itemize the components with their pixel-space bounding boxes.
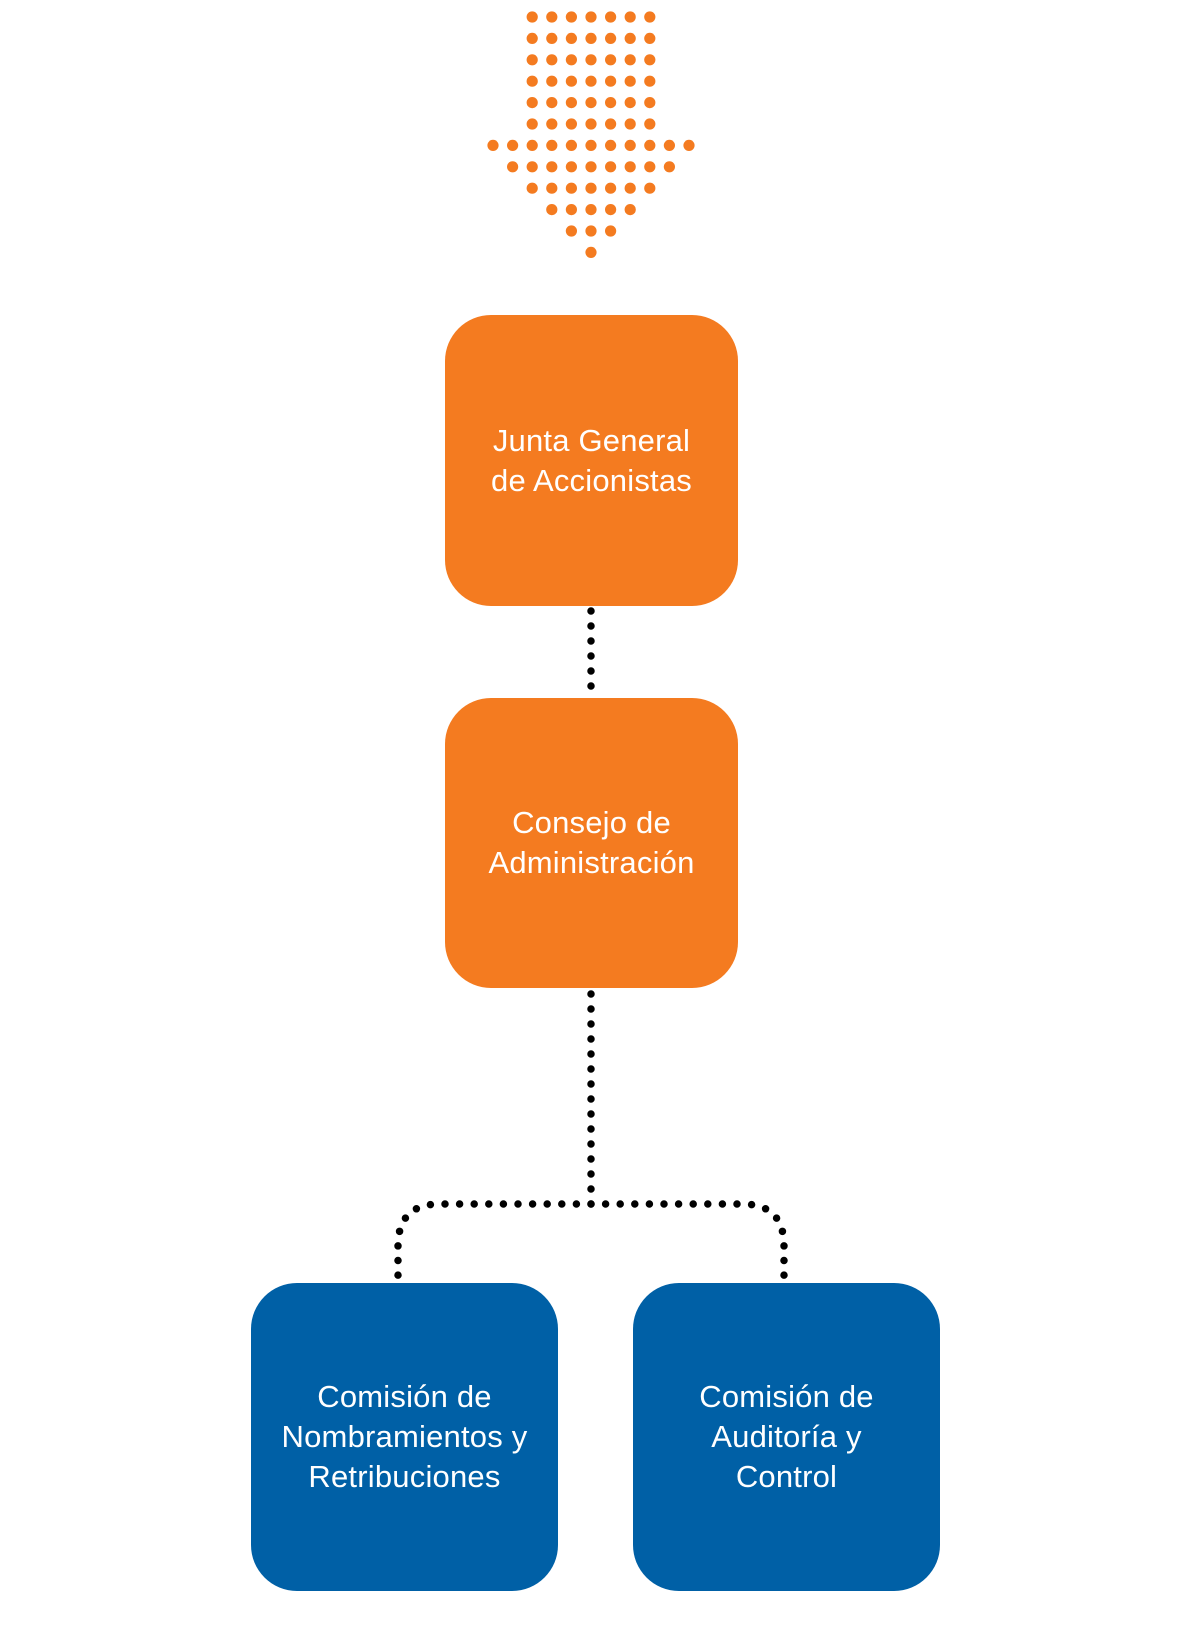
arrow-dot bbox=[487, 139, 499, 151]
arrow-dot bbox=[644, 75, 656, 87]
node-comision-auditoria-control: Comisión de Auditoría y Control bbox=[633, 1283, 940, 1591]
arrow-dot bbox=[624, 97, 636, 109]
arrow-dot bbox=[565, 139, 578, 151]
arrow-dot bbox=[585, 97, 597, 109]
arrow-dot bbox=[644, 32, 656, 45]
arrow-dot bbox=[663, 161, 676, 173]
arrow-dot bbox=[546, 204, 558, 216]
arrow-dot bbox=[624, 54, 636, 66]
arrow-dot bbox=[546, 118, 558, 130]
arrow-dot bbox=[506, 161, 519, 173]
arrow-dot bbox=[526, 32, 538, 45]
arrow-dot bbox=[585, 225, 597, 237]
arrow-dot bbox=[605, 11, 617, 23]
arrow-dot bbox=[644, 54, 656, 66]
arrow-dot bbox=[624, 118, 636, 130]
arrow-dot bbox=[644, 139, 656, 151]
arrow-dot bbox=[526, 97, 538, 109]
arrow-dot bbox=[526, 118, 538, 130]
arrow-dot bbox=[663, 139, 676, 151]
arrow-dot bbox=[585, 54, 597, 66]
arrow-dot bbox=[624, 11, 636, 23]
dotted-down-arrow-icon bbox=[487, 11, 695, 258]
arrow-dot bbox=[605, 182, 617, 194]
edge-consejo-to-nombramientos bbox=[394, 1200, 595, 1283]
arrow-dot bbox=[565, 161, 578, 173]
node-junta-general-de-accionistas: Junta General de Accionistas bbox=[445, 315, 738, 606]
arrow-dot bbox=[565, 97, 578, 109]
arrow-dot bbox=[546, 97, 558, 109]
arrow-dot bbox=[546, 139, 558, 151]
arrow-dot bbox=[605, 54, 617, 66]
node-consejo-de-administracion: Consejo de Administración bbox=[445, 698, 738, 988]
arrow-dot bbox=[526, 161, 538, 173]
arrow-dot bbox=[565, 204, 578, 216]
arrow-dot bbox=[644, 118, 656, 130]
arrow-dot bbox=[585, 161, 597, 173]
connector-lines bbox=[394, 607, 788, 1283]
arrow-dot bbox=[565, 32, 578, 45]
arrow-dot bbox=[644, 182, 656, 194]
arrow-dot bbox=[546, 161, 558, 173]
arrow-dot bbox=[526, 11, 538, 23]
node-comision-nombramientos-retribuciones: Comisión de Nombramientos y Retribucione… bbox=[251, 1283, 558, 1591]
arrow-dot bbox=[585, 118, 597, 130]
arrow-dot bbox=[546, 32, 558, 45]
arrow-dot bbox=[624, 75, 636, 87]
node-label: Consejo de Administración bbox=[488, 805, 695, 880]
arrow-dot bbox=[624, 32, 636, 45]
arrow-dot bbox=[644, 11, 656, 23]
arrow-dot bbox=[565, 225, 578, 237]
arrow-dot bbox=[605, 139, 617, 151]
arrow-dot bbox=[605, 97, 617, 109]
arrow-dot bbox=[585, 182, 597, 194]
node-label: Comisión de Nombramientos y Retribucione… bbox=[281, 1379, 528, 1494]
arrow-dot bbox=[585, 11, 597, 23]
arrow-dot bbox=[605, 161, 617, 173]
arrow-dot bbox=[605, 118, 617, 130]
arrow-dot bbox=[585, 75, 597, 87]
node-label: Junta General de Accionistas bbox=[491, 422, 692, 498]
arrow-dot bbox=[605, 204, 617, 216]
arrow-dot bbox=[546, 11, 558, 23]
arrow-dot bbox=[605, 32, 617, 45]
arrow-dot bbox=[624, 182, 636, 194]
arrow-dot bbox=[546, 182, 558, 194]
arrow-dot bbox=[565, 11, 578, 23]
arrow-dot bbox=[644, 97, 656, 109]
arrow-dot bbox=[585, 204, 597, 216]
arrow-dot bbox=[506, 139, 519, 151]
arrow-dot bbox=[624, 204, 636, 216]
arrow-dot bbox=[585, 246, 597, 258]
arrow-dot bbox=[644, 161, 656, 173]
arrow-dot bbox=[526, 139, 538, 151]
arrow-dot bbox=[624, 161, 636, 173]
arrow-dot bbox=[565, 54, 578, 66]
arrow-dot bbox=[624, 139, 636, 151]
arrow-dot bbox=[526, 182, 538, 194]
arrow-dot bbox=[546, 54, 558, 66]
arrow-dot bbox=[526, 54, 538, 66]
edge-consejo-to-auditoria bbox=[587, 1200, 788, 1283]
node-label: Comisión de Auditoría y Control bbox=[699, 1379, 874, 1494]
arrow-dot bbox=[565, 182, 578, 194]
arrow-dot bbox=[546, 75, 558, 87]
arrow-dot bbox=[605, 225, 617, 237]
arrow-dot bbox=[526, 75, 538, 87]
arrow-dot bbox=[605, 75, 617, 87]
arrow-dot bbox=[565, 118, 578, 130]
arrow-dot bbox=[585, 32, 597, 45]
arrow-dot bbox=[683, 139, 695, 151]
arrow-dot bbox=[565, 75, 578, 87]
arrow-dot bbox=[585, 139, 597, 151]
